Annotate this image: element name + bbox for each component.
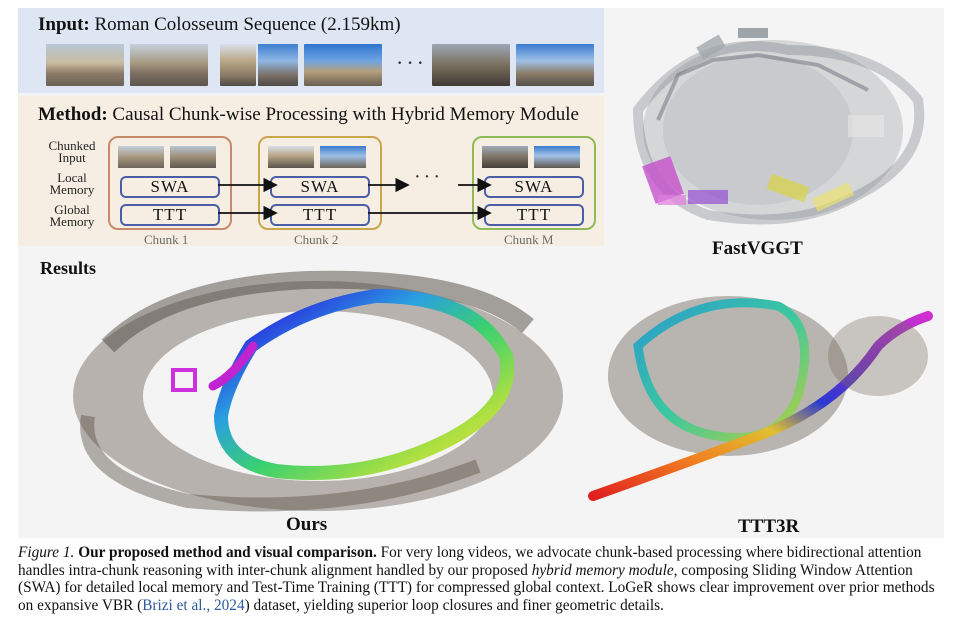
row-label-line: Memory <box>49 214 95 229</box>
frame-thumbnail <box>432 44 510 86</box>
chunk-thumbnail <box>118 146 164 168</box>
chunk-thumbnail <box>170 146 216 168</box>
row-label-chunked-input: Chunked Input <box>32 138 112 165</box>
frame-thumbnail <box>130 44 208 86</box>
input-title-text: Roman Colosseum Sequence (2.159km) <box>94 14 401 35</box>
caption-text-1: For very long videos, we advocate chunk-… <box>18 544 922 579</box>
caption-italic-text: hybrid memory module <box>531 561 674 579</box>
figure-caption: Figure 1. Our proposed method and visual… <box>18 544 948 614</box>
row-label-line: Local <box>57 170 87 185</box>
frame-thumbnail <box>304 44 382 86</box>
input-panel: Input: Roman Colosseum Sequence (2.159km… <box>18 8 604 93</box>
fastvggt-reconstruction <box>632 28 925 225</box>
method-title-text: Causal Chunk-wise Processing with Hybrid… <box>112 104 579 125</box>
ours-label: Ours <box>286 514 328 535</box>
input-title: Input: Roman Colosseum Sequence (2.159km… <box>38 14 401 36</box>
chunk-label-m: Chunk M <box>504 232 554 247</box>
ttt3r-label: TTT3R <box>738 516 800 537</box>
ttt-module: TTT <box>120 204 220 226</box>
chunk-label-2: Chunk 2 <box>294 232 339 247</box>
row-label-line: Chunked <box>48 138 96 153</box>
input-title-label: Input: <box>38 14 90 35</box>
frame-thumbnail <box>258 44 298 86</box>
row-label-global-memory: Global Memory <box>32 202 112 229</box>
row-label-line: Global <box>54 202 90 217</box>
fastvggt-label: FastVGGT <box>712 238 803 259</box>
chunk-thumbnail <box>268 146 314 168</box>
frame-thumbnail <box>46 44 124 86</box>
frame-thumbnail <box>516 44 594 86</box>
row-label-line: Memory <box>49 182 95 197</box>
chunks-ellipsis: ··· <box>414 166 443 188</box>
row-label-local-memory: Local Memory <box>32 170 112 197</box>
caption-citation-link[interactable]: Brizi et al., 2024 <box>142 596 245 614</box>
swa-module: SWA <box>120 176 220 198</box>
chunk-thumbnail <box>320 146 366 168</box>
chunk-thumbnail <box>534 146 580 168</box>
method-title: Method: Causal Chunk-wise Processing wit… <box>38 104 579 126</box>
ttt3r-reconstruction <box>588 296 933 501</box>
chunk-label-1: Chunk 1 <box>144 232 189 247</box>
figure: Input: Roman Colosseum Sequence (2.159km… <box>18 8 944 538</box>
chunk-box-2: SWA TTT <box>258 136 382 230</box>
caption-text-3: ) dataset, yielding superior loop closur… <box>244 596 664 614</box>
method-title-label: Method: <box>38 104 108 125</box>
chunk-box-1: SWA TTT <box>108 136 232 230</box>
caption-figure-label: Figure 1. <box>18 544 75 561</box>
frames-ellipsis: ··· <box>396 50 427 75</box>
frame-thumbnail <box>220 44 256 86</box>
caption-text-2: , composing Sliding Window Attention (SW… <box>18 561 935 614</box>
flow-arrows <box>218 177 492 221</box>
caption-bold-text: Our proposed method and visual compariso… <box>78 544 377 561</box>
results-label: Results <box>40 258 97 278</box>
chunk-box-m: SWA TTT <box>472 136 596 230</box>
ours-reconstruction <box>73 270 563 512</box>
chunk-thumbnail <box>482 146 528 168</box>
row-label-line: Input <box>58 150 86 165</box>
method-panel: Method: Causal Chunk-wise Processing wit… <box>18 96 604 247</box>
